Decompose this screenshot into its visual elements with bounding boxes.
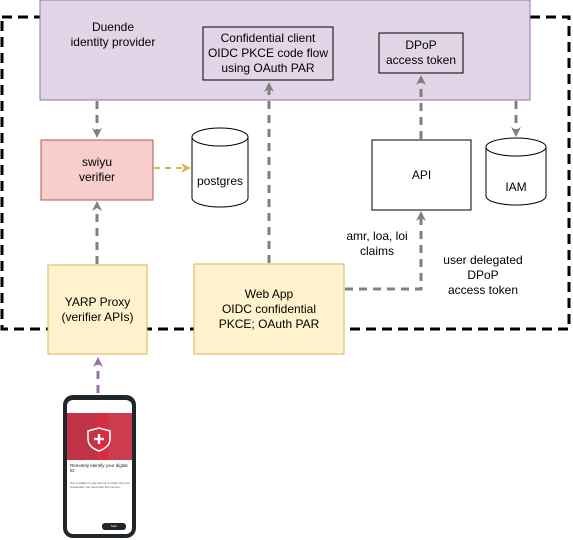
phone-title: Remotely identify your digital ID xyxy=(70,463,128,474)
system-boundary xyxy=(0,15,571,331)
dpop-access-token-box xyxy=(378,32,464,74)
swiyu-verifier-box xyxy=(40,139,154,201)
confidential-client-box xyxy=(202,26,334,81)
edge-label-claims: amr, loa, loi claims xyxy=(346,229,408,258)
api-box xyxy=(371,139,472,211)
web-app-label: Web App OIDC confidential PKCE; OAuth PA… xyxy=(218,286,320,331)
web-app-box xyxy=(193,263,345,355)
phone-start-button-shape xyxy=(102,523,126,530)
swiyu-verifier-label: swiyu verifier xyxy=(78,155,115,184)
iam-database-icon xyxy=(485,137,547,206)
iam-label: IAM xyxy=(505,179,527,194)
postgres-database-icon xyxy=(191,127,249,208)
api-label: API xyxy=(411,167,432,182)
identity-provider-title: Duende identity provider xyxy=(70,20,156,49)
arrow-webapp-to-api xyxy=(345,211,426,291)
confidential-client-label: Confidential client OIDC PKCE code flow … xyxy=(207,31,329,75)
yarp-proxy-box xyxy=(47,264,148,355)
dpop-access-token-label: DPoP access token xyxy=(385,38,457,67)
shield-cross-icon xyxy=(87,427,111,452)
phone-body: Use a wallet on your phone to share only… xyxy=(70,481,130,489)
postgres-label: postgres xyxy=(196,173,244,188)
edge-label-delegated-token: user delegated DPoP access token xyxy=(443,253,523,297)
phone-start-button: Start xyxy=(110,524,118,528)
yarp-proxy-label: YARP Proxy (verifier APIs) xyxy=(61,294,134,324)
identity-provider-box xyxy=(39,0,531,101)
mobile-phone-illustration xyxy=(63,395,136,538)
